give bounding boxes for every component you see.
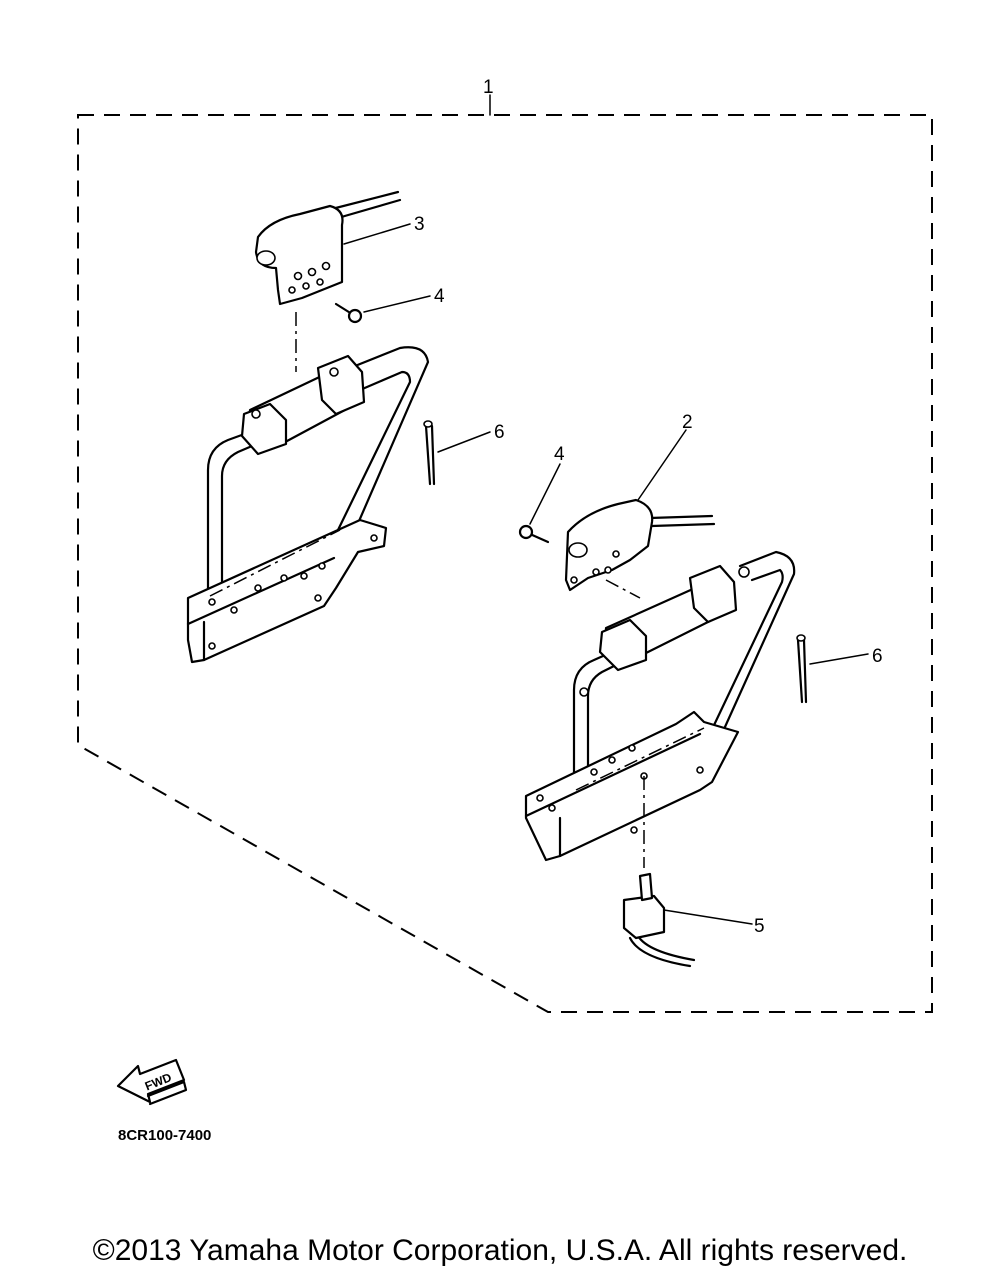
part-6-cable-tie-right[interactable] — [796, 638, 804, 704]
part-6-cable-tie-left[interactable] — [424, 424, 432, 486]
callout-3[interactable]: 3 — [414, 214, 425, 235]
callout-2[interactable]: 2 — [682, 412, 693, 433]
callout-4-left[interactable]: 4 — [434, 286, 445, 307]
left-mount-bracket[interactable] — [186, 518, 388, 664]
assembly-boundary — [77, 114, 933, 1013]
left-grip-assembly — [186, 190, 436, 664]
right-grip-assembly — [518, 498, 808, 968]
right-mount-bracket[interactable] — [524, 710, 740, 862]
callout-6-left[interactable]: 6 — [494, 422, 505, 443]
copyright-notice: ©2013 Yamaha Motor Corporation, U.S.A. A… — [92, 1234, 908, 1267]
fwd-arrow-icon: FWD — [116, 1058, 188, 1106]
callout-5[interactable]: 5 — [754, 916, 765, 937]
part-4-screw-right[interactable] — [528, 532, 550, 544]
callout-6-right[interactable]: 6 — [872, 646, 883, 667]
callout-1[interactable]: 1 — [483, 77, 494, 98]
diagram-code: 8CR100-7400 — [118, 1127, 211, 1144]
part-2-grip-housing[interactable] — [564, 498, 654, 592]
callout-4-right[interactable]: 4 — [554, 444, 565, 465]
part-5-switch[interactable] — [622, 894, 666, 940]
